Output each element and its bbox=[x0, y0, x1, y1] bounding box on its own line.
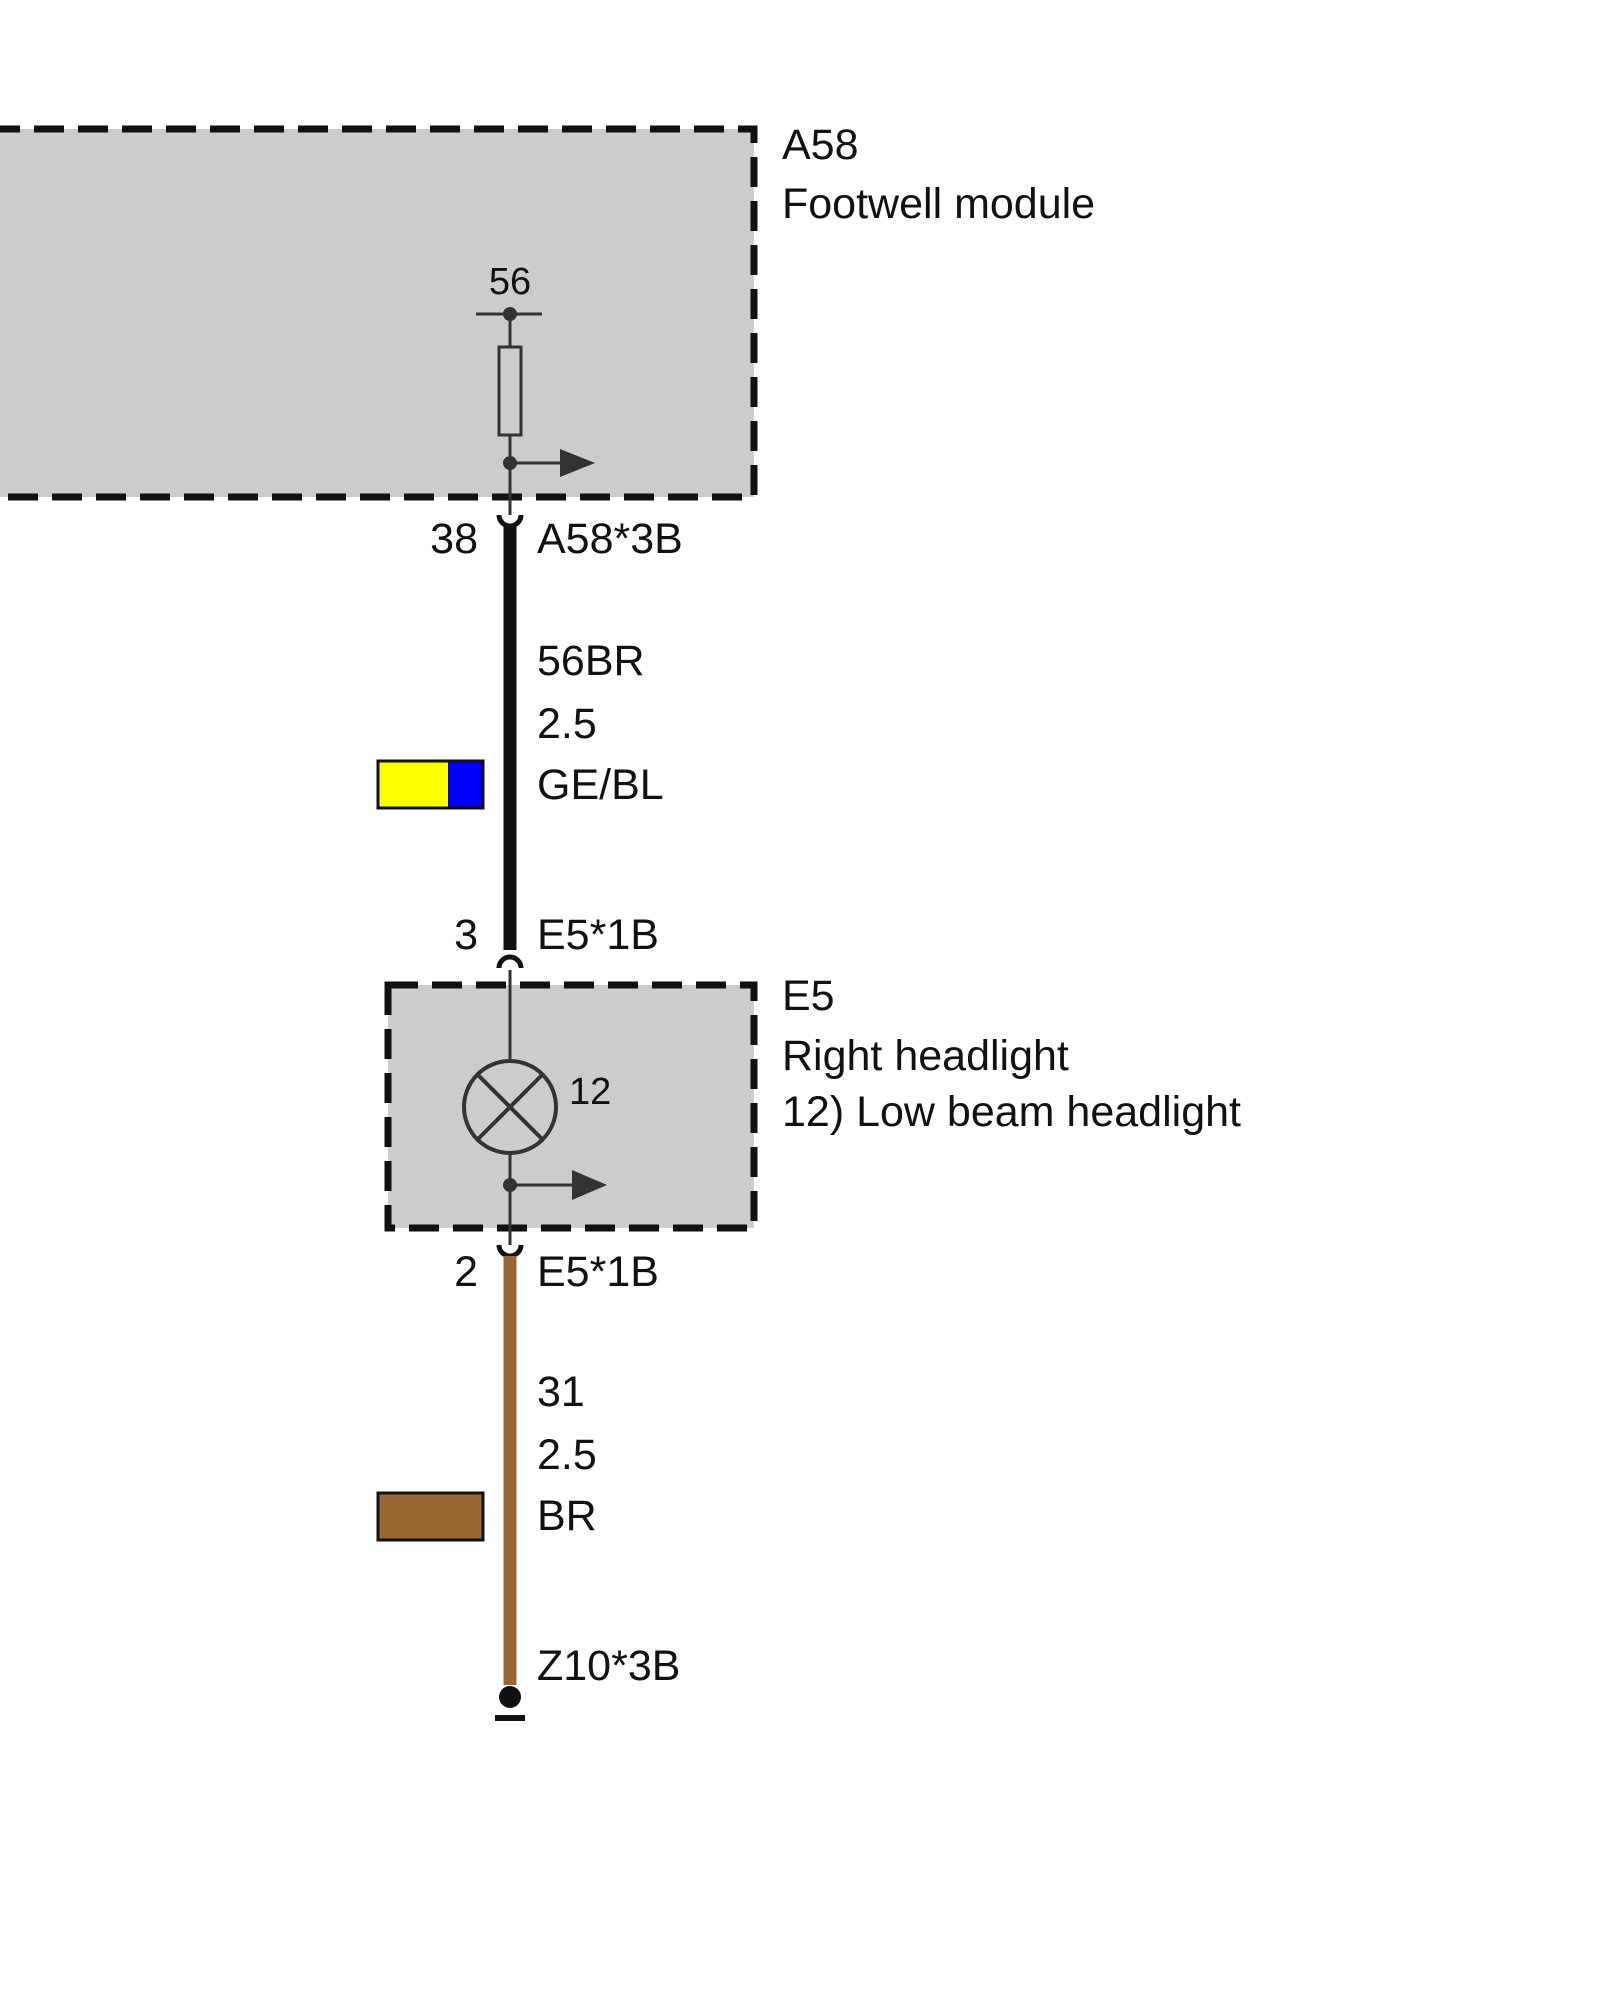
footwell-module-name: Footwell module bbox=[782, 180, 1095, 228]
fuse-symbol bbox=[497, 345, 523, 437]
connector-mid-pin: 3 bbox=[454, 911, 478, 959]
lower-wire-signal: 31 bbox=[537, 1368, 585, 1416]
upper-wire-signal: 56BR bbox=[537, 637, 645, 685]
connector-top-pin: 38 bbox=[430, 515, 478, 563]
upper-wire-color-swatch bbox=[376, 759, 485, 810]
footwell-module-box bbox=[0, 125, 758, 501]
upper-wire-gauge: 2.5 bbox=[537, 700, 597, 748]
output-arrow-bottom-head bbox=[572, 1170, 607, 1200]
ground-connector-name: Z10*3B bbox=[537, 1642, 680, 1690]
output-arrow-top-head bbox=[560, 449, 595, 477]
pin-56-label: 56 bbox=[489, 261, 531, 303]
headlight-module-id: E5 bbox=[782, 972, 835, 1020]
lower-wire-color-swatch bbox=[376, 1491, 485, 1542]
ground-point bbox=[499, 1686, 521, 1708]
connector-mid-symbol bbox=[496, 954, 524, 969]
lower-wire-color-code: BR bbox=[537, 1492, 597, 1540]
headlight-module-box bbox=[384, 981, 758, 1232]
connector-bottom-name: E5*1B bbox=[537, 1248, 659, 1296]
lower-wire-gauge: 2.5 bbox=[537, 1431, 597, 1479]
footwell-module-id: A58 bbox=[782, 121, 859, 169]
lamp-ref-label: 12 bbox=[569, 1071, 611, 1113]
connector-mid-name: E5*1B bbox=[537, 911, 659, 959]
connector-bottom-pin: 2 bbox=[454, 1248, 478, 1296]
connector-bottom-symbol bbox=[496, 1244, 524, 1259]
lamp-icon bbox=[462, 1059, 558, 1155]
upper-wire-color-code: GE/BL bbox=[537, 761, 664, 809]
headlight-module-name: Right headlight bbox=[782, 1032, 1069, 1080]
connector-top-name: A58*3B bbox=[537, 515, 683, 563]
headlight-module-note: 12) Low beam headlight bbox=[782, 1088, 1241, 1136]
